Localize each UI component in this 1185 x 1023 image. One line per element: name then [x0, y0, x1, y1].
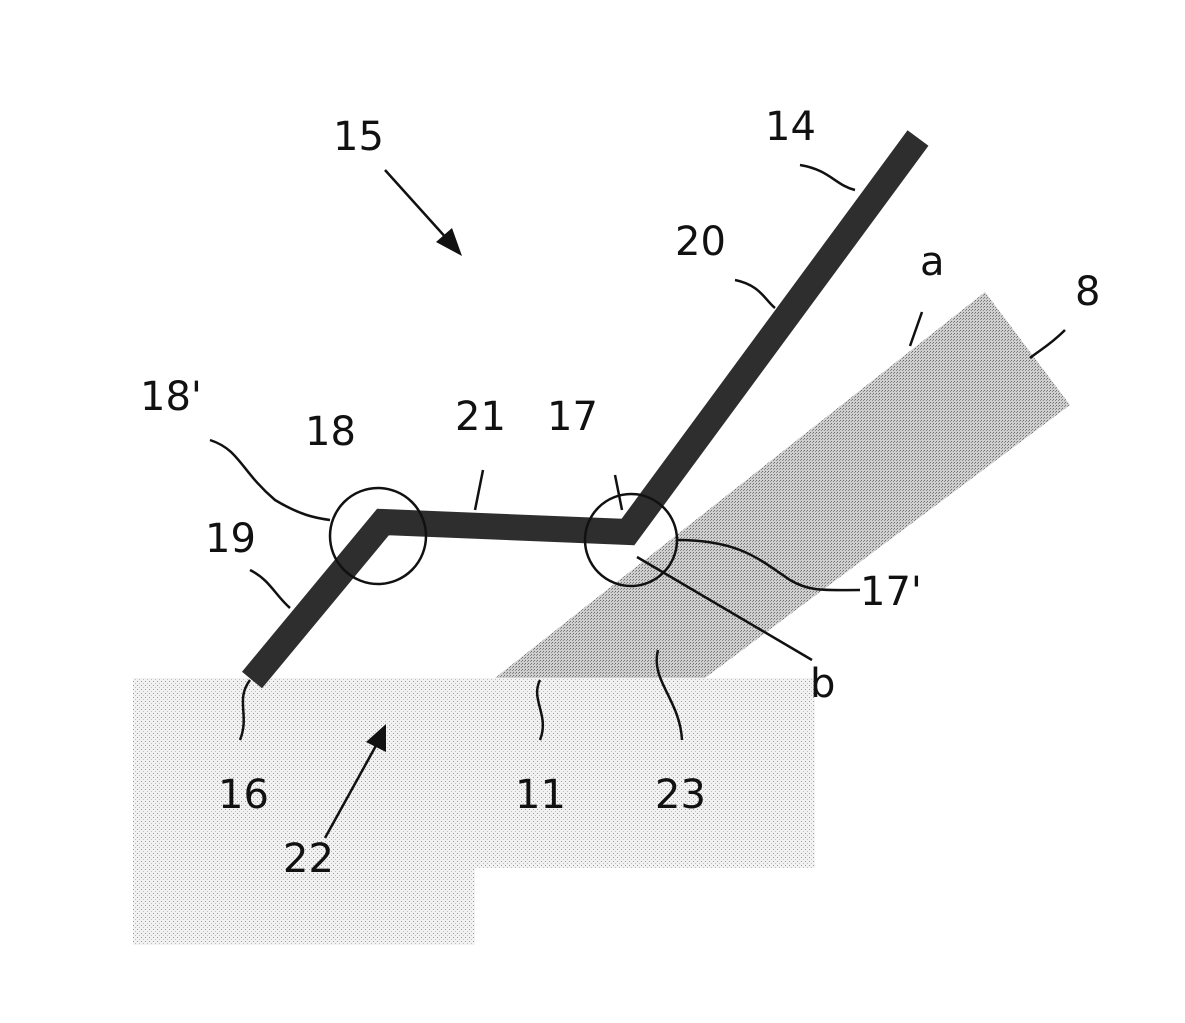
label-11: 11: [515, 772, 566, 818]
label-19: 19: [205, 516, 256, 562]
label-8: 8: [1075, 269, 1100, 315]
label-21: 21: [455, 394, 506, 440]
label-16: 16: [218, 772, 269, 818]
label-18-prime: 18': [140, 374, 202, 420]
label-18: 18: [305, 409, 356, 455]
label-b: b: [810, 661, 835, 707]
label-20: 20: [675, 219, 726, 265]
label-17: 17: [547, 394, 598, 440]
label-15: 15: [333, 114, 384, 160]
element-8-band: [495, 292, 1070, 678]
label-22: 22: [283, 836, 334, 882]
label-a: a: [920, 239, 945, 285]
arrow-15: [385, 170, 462, 256]
label-23: 23: [655, 772, 706, 818]
label-17-prime: 17': [860, 569, 922, 615]
label-14: 14: [765, 104, 816, 150]
